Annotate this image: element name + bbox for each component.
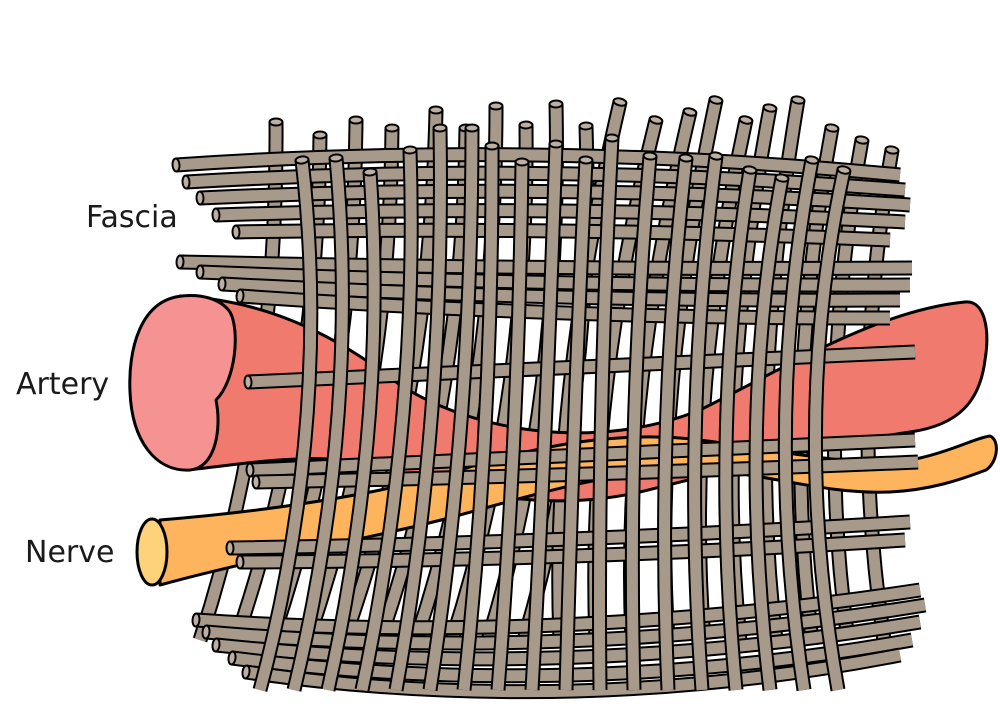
horizontal-fiber [235, 288, 891, 326]
front-fiber [624, 151, 658, 691]
front-fiber [354, 145, 419, 692]
front-fiber [748, 173, 790, 691]
front-fiber [524, 139, 564, 691]
artery-cut-end [128, 294, 237, 472]
front-fiber [422, 123, 480, 692]
front-fiber [777, 155, 820, 692]
nerve-cut-end [135, 517, 169, 587]
front-fiber [388, 123, 448, 692]
horizontal-fiber [231, 222, 891, 248]
front-fiber [807, 165, 852, 692]
front-fiber [592, 133, 620, 691]
horizontal-fiber [191, 582, 922, 636]
horizontal-fiber [217, 276, 901, 308]
front-vertical-fibers [252, 123, 852, 692]
front-fiber [718, 165, 758, 691]
front-fiber [558, 155, 594, 691]
fascia-label: Fascia [86, 200, 178, 235]
front-fiber [320, 167, 382, 692]
front-fiber [657, 153, 694, 691]
horizontal-fiber [251, 454, 919, 490]
front-fiber [252, 155, 319, 692]
horizontal-fiber [171, 147, 901, 183]
artery-label: Artery [16, 367, 110, 402]
nerve-label: Nerve [25, 535, 115, 570]
front-fiber [687, 151, 724, 691]
front-fiber [490, 157, 530, 691]
front-fiber [456, 141, 500, 691]
front-fiber [286, 153, 350, 692]
